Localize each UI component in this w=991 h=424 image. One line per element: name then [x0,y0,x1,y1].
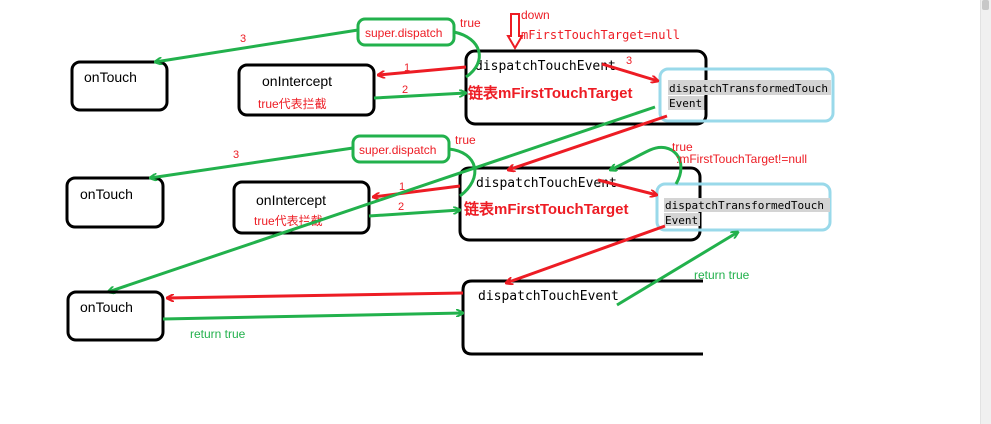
onintercept-label-1: onIntercept [262,73,332,89]
dispatch-label-2: dispatchTouchEvent [476,176,617,191]
super-dispatch-box-1 [356,17,456,47]
arrow-2-green-row2 [368,210,460,218]
ontouch-label-1: onTouch [84,69,137,85]
arrow-2-green-row1 [373,93,466,100]
arrow-3-green-row1 [155,28,359,62]
onintercept-label-2: onIntercept [256,192,326,208]
arrow-1-red-row2 [373,184,461,197]
loop-note-label: :mFirstTouchTarget!=null [676,152,807,166]
vertical-scrollbar[interactable] [980,0,991,424]
transformed-to-dispatch-red [508,114,668,170]
return-true-left-arrow [162,313,463,321]
loop-back-arrow-row2 [610,145,683,185]
return-true-right-arrow [616,232,738,307]
dispatch-label-3: dispatchTouchEvent [478,289,619,304]
transformed-box-1 [658,67,835,123]
transformed-highlight-2a [664,198,830,212]
return-true-right-label: return true [694,268,750,282]
dispatch-label-1: dispatchTouchEvent [475,59,616,74]
arrow-3-red-row1 [601,62,658,81]
transformed-label-2b: Event [665,214,698,227]
arrow-3-green-row2 [150,146,354,178]
return-true-left-label: return true [190,327,246,341]
linked-list-label-1: 链表mFirstTouchTarget [468,84,632,102]
down-arrow [506,13,524,50]
ontouch-box-2 [65,176,165,229]
transformed-highlight-2b [664,213,700,226]
dispatch-box-3 [461,279,703,356]
onintercept-box-2 [232,180,371,235]
arrow-3-left-label-row1: 3 [240,33,246,45]
arrow-1-label-row2: 1 [399,181,405,193]
transformed-label-1a: dispatchTransformedTouch [669,82,828,95]
target-null-label: mFirstTouchTarget=null [521,28,680,42]
dispatch3-to-ontouch3-red [167,291,464,298]
true-label-2: true [455,133,476,147]
loop-true-label: true [672,140,693,154]
super-dispatch-label-1: super.dispatch [365,26,442,40]
arrow-1-label-row1: 1 [404,62,410,74]
super-dispatch-link-row1 [453,30,481,79]
down-label: down [521,8,550,22]
true-label-1: true [460,16,481,30]
onintercept-box-1 [237,63,376,117]
intercept-note-1: true代表拦截 [258,97,327,111]
arrow-3-red-row2 [597,178,657,195]
transformed2-to-dispatch3-red [506,224,666,283]
ontouch-label-3: onTouch [80,299,133,315]
transformed-label-2a: dispatchTransformedTouch [665,199,824,212]
transformed-highlight-1a [668,80,831,95]
scrollbar-thumb[interactable] [982,0,989,10]
intercept-note-2: true代表拦截 [254,214,323,228]
arrow-1-red-row1 [378,65,467,75]
ontouch-box-1 [70,60,169,112]
linked-list-label-2: 链表mFirstTouchTarget [464,200,628,218]
super-dispatch-label-2: super.dispatch [359,143,436,157]
ontouch-label-2: onTouch [80,186,133,202]
arrow-3-right-label-row1: 3 [626,55,632,67]
long-green-to-ontouch-3 [108,105,656,292]
arrow-2-label-row1: 2 [402,84,408,96]
transformed-highlight-1b [668,96,704,110]
arrow-3-label-row2: 3 [233,149,239,161]
arrow-2-label-row2: 2 [398,201,404,213]
transformed-label-1b: Event [669,97,702,110]
ontouch-box-3 [66,290,165,342]
